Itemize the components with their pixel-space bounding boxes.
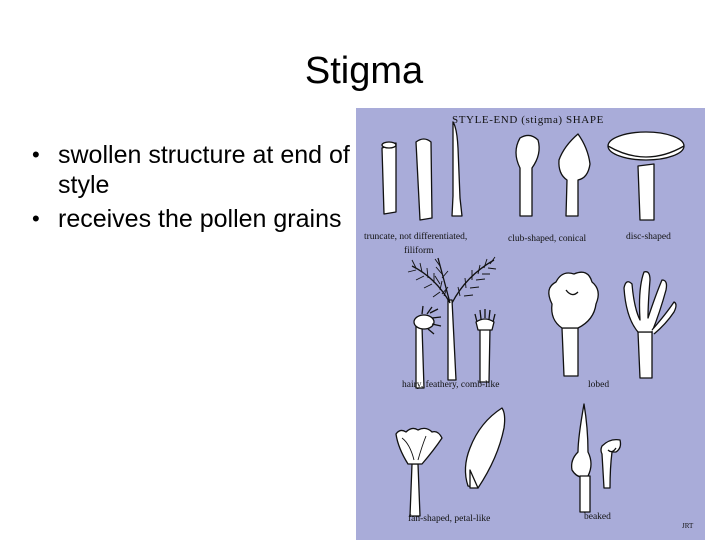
caption-filiform: filiform bbox=[404, 246, 434, 256]
stigma-shapes-figure: STYLE-END (stigma) SHAPE truncate, not d… bbox=[356, 108, 705, 540]
bullet-dot-icon: • bbox=[32, 142, 40, 167]
bullet-item: • swollen structure at end of style bbox=[30, 140, 350, 200]
petal-like-stigma-illustration bbox=[464, 407, 506, 489]
filiform-stigma-illustration bbox=[451, 121, 463, 217]
beaked-stigma-illustration bbox=[570, 403, 592, 513]
slide-title: Stigma bbox=[304, 50, 424, 92]
comb-like-stigma-illustration bbox=[474, 309, 496, 383]
hairy-stigma-illustration bbox=[413, 305, 442, 389]
disc-shaped-stigma-illustration bbox=[607, 131, 685, 221]
figure-credit: JRT bbox=[682, 522, 694, 530]
caption-disc: disc-shaped bbox=[626, 232, 671, 242]
bullet-dot-icon: • bbox=[32, 206, 40, 231]
caption-hairy: hairy, feathery, comb-like bbox=[402, 380, 500, 390]
stigma-shapes-drawing bbox=[381, 121, 685, 517]
truncate-stigma-illustration bbox=[381, 141, 397, 215]
bullet-text: receives the pollen grains bbox=[58, 205, 342, 233]
fan-shaped-stigma-illustration bbox=[395, 427, 443, 517]
lobed-stigma-illustration bbox=[548, 271, 599, 377]
conical-stigma-illustration bbox=[558, 133, 591, 217]
bullet-item: • receives the pollen grains bbox=[30, 204, 350, 234]
club-shaped-stigma-illustration bbox=[515, 134, 540, 217]
branched-lobed-stigma-illustration bbox=[623, 271, 677, 379]
caption-fan: fan-shaped, petal-like bbox=[408, 514, 491, 524]
figure-heading: STYLE-END (stigma) SHAPE bbox=[452, 114, 604, 126]
bullet-text: swollen structure at end of style bbox=[58, 141, 350, 199]
caption-lobed: lobed bbox=[588, 380, 610, 390]
undifferentiated-stigma-illustration bbox=[415, 138, 433, 221]
caption-truncate: truncate, not differentiated, bbox=[364, 232, 468, 242]
feathery-stigma-illustration bbox=[407, 256, 497, 381]
caption-beaked: beaked bbox=[584, 512, 611, 522]
hooked-stigma-illustration bbox=[600, 438, 622, 489]
bullet-list: • swollen structure at end of style • rece… bbox=[30, 140, 350, 238]
caption-club: club-shaped, conical bbox=[508, 234, 587, 244]
